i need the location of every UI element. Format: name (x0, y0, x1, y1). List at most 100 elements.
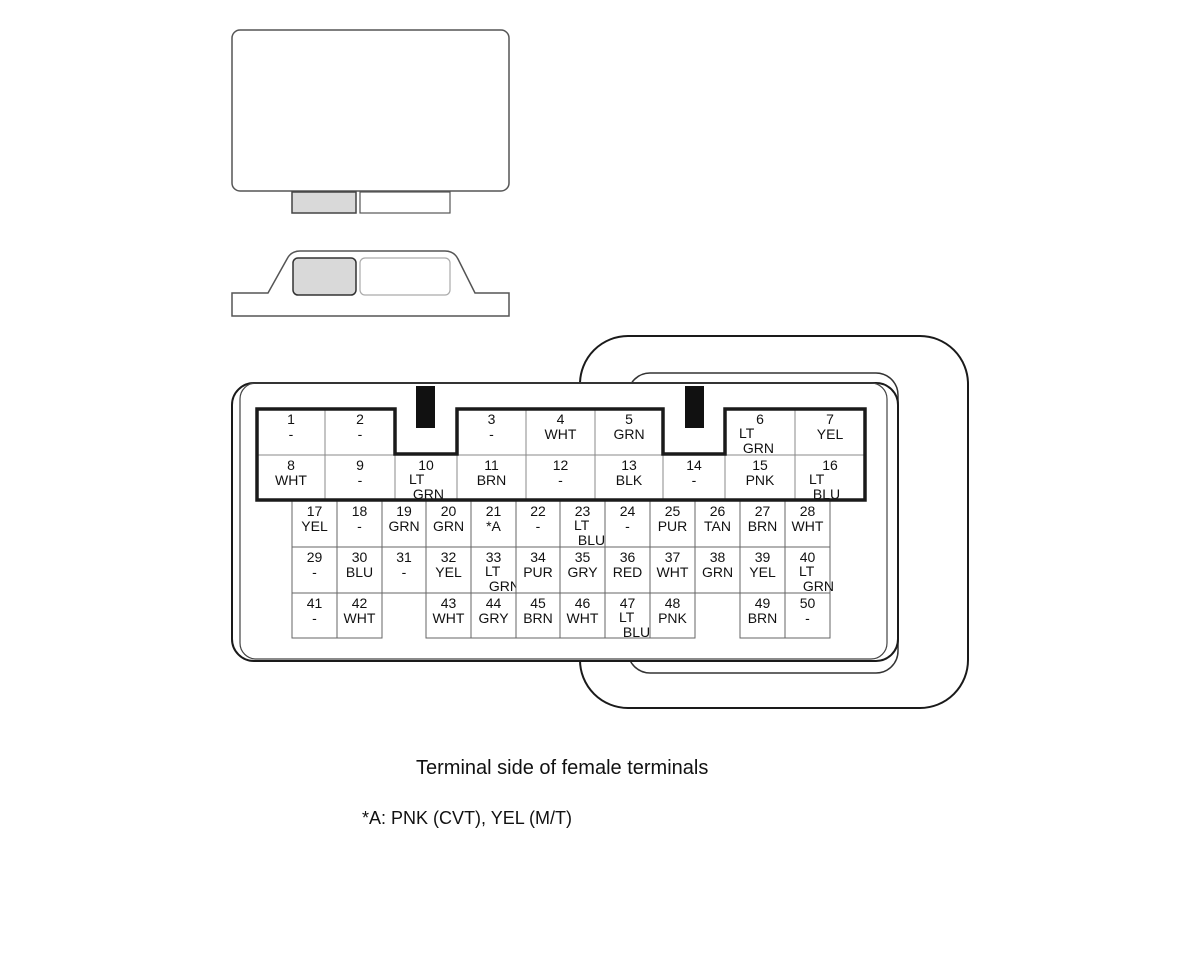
terminal-wire-color: BLK (616, 472, 643, 488)
terminal-wire-color: YEL (301, 518, 328, 534)
terminal-wire-color: RED (613, 564, 643, 580)
terminal-wire-color: LT GRN (485, 563, 520, 594)
terminal-number: 26 (710, 503, 726, 519)
terminal-cell-box (381, 546, 427, 594)
terminal-number: 36 (620, 549, 636, 565)
terminal-wire-color: - (357, 518, 362, 534)
terminal-number: 27 (755, 503, 771, 519)
terminal-cell-box (425, 500, 472, 548)
terminal-wire-color: LT GRN (739, 425, 774, 456)
terminal-wire-color: PNK (658, 610, 687, 626)
module-side-view (231, 250, 510, 317)
terminal-number: 12 (553, 457, 569, 473)
terminal-wire-color: - (805, 610, 810, 626)
terminal-wire-color: GRN (702, 564, 733, 580)
terminal-number: 10 (418, 457, 434, 473)
terminal-number: 9 (356, 457, 364, 473)
module-body (231, 29, 510, 192)
terminal-cell-box (724, 408, 796, 456)
terminal-cell-41: 41- (291, 592, 338, 639)
terminal-number: 39 (755, 549, 771, 565)
terminal-cell-box (694, 546, 741, 594)
terminal-wire-color: - (402, 564, 407, 580)
terminal-wire-color: - (358, 472, 363, 488)
terminal-wire-color: TAN (704, 518, 731, 534)
module-side-port (359, 257, 451, 296)
terminal-wire-color: LT BLU (809, 471, 840, 502)
terminal-wire-color: PNK (746, 472, 775, 488)
view-caption: Terminal side of female terminals (416, 757, 709, 779)
terminal-wire-color: BLU (346, 564, 373, 580)
terminal-wire-color: - (692, 472, 697, 488)
terminal-number: 48 (665, 595, 681, 611)
terminal-wire-color: - (358, 426, 363, 442)
terminal-number: 7 (826, 411, 834, 427)
upper-block-outline (255, 407, 867, 502)
module-connector-port-highlighted (291, 191, 357, 214)
terminal-number: 23 (575, 503, 591, 519)
terminal-number: 13 (621, 457, 637, 473)
terminal-number: 17 (307, 503, 323, 519)
terminal-number: 14 (686, 457, 702, 473)
terminal-wire-color: - (558, 472, 563, 488)
terminal-cell-21: 21*A (470, 500, 517, 548)
terminal-number: 16 (822, 457, 838, 473)
terminal-wire-color: BRN (748, 518, 778, 534)
terminal-number: 50 (800, 595, 816, 611)
terminal-wire-color: - (625, 518, 630, 534)
terminal-wire-color: BRN (477, 472, 507, 488)
terminal-cell-9: 9- (324, 454, 396, 502)
terminal-wire-color: - (289, 426, 294, 442)
terminal-number: 18 (352, 503, 368, 519)
terminal-cell-50: 50- (784, 592, 831, 639)
terminal-number: 49 (755, 595, 771, 611)
terminal-cell-box (515, 592, 561, 639)
terminal-number: 22 (530, 503, 546, 519)
terminal-number: 34 (530, 549, 546, 565)
terminal-number: 33 (486, 549, 502, 565)
terminal-wire-color: LT BLU (619, 609, 650, 640)
terminal-wire-color: WHT (344, 610, 376, 626)
terminal-wire-color: WHT (567, 610, 599, 626)
terminal-number: 4 (557, 411, 565, 427)
terminal-cell-box (470, 592, 517, 639)
terminal-number: 6 (756, 411, 764, 427)
terminal-wire-color: *A (486, 518, 501, 534)
terminal-wire-color: WHT (792, 518, 824, 534)
terminal-number: 44 (486, 595, 502, 611)
terminal-cell-18: 18- (336, 500, 383, 548)
terminal-number: 43 (441, 595, 457, 611)
terminal-cell-box (394, 454, 458, 502)
terminal-cell-box (739, 592, 786, 639)
terminal-number: 35 (575, 549, 591, 565)
terminal-number: 2 (356, 411, 364, 427)
terminal-number: 46 (575, 595, 591, 611)
module-top-view (231, 29, 510, 214)
terminal-number: 20 (441, 503, 457, 519)
terminal-wire-color: - (536, 518, 541, 534)
terminal-wire-color: YEL (817, 426, 844, 442)
footnote: *A: PNK (CVT), YEL (M/T) (362, 808, 573, 828)
terminal-cell-6: 6LT GRN (724, 408, 796, 456)
terminal-number: 37 (665, 549, 681, 565)
terminal-wire-color: GRY (567, 564, 598, 580)
terminal-wire-color: - (312, 564, 317, 580)
terminal-cell-box (336, 546, 383, 594)
